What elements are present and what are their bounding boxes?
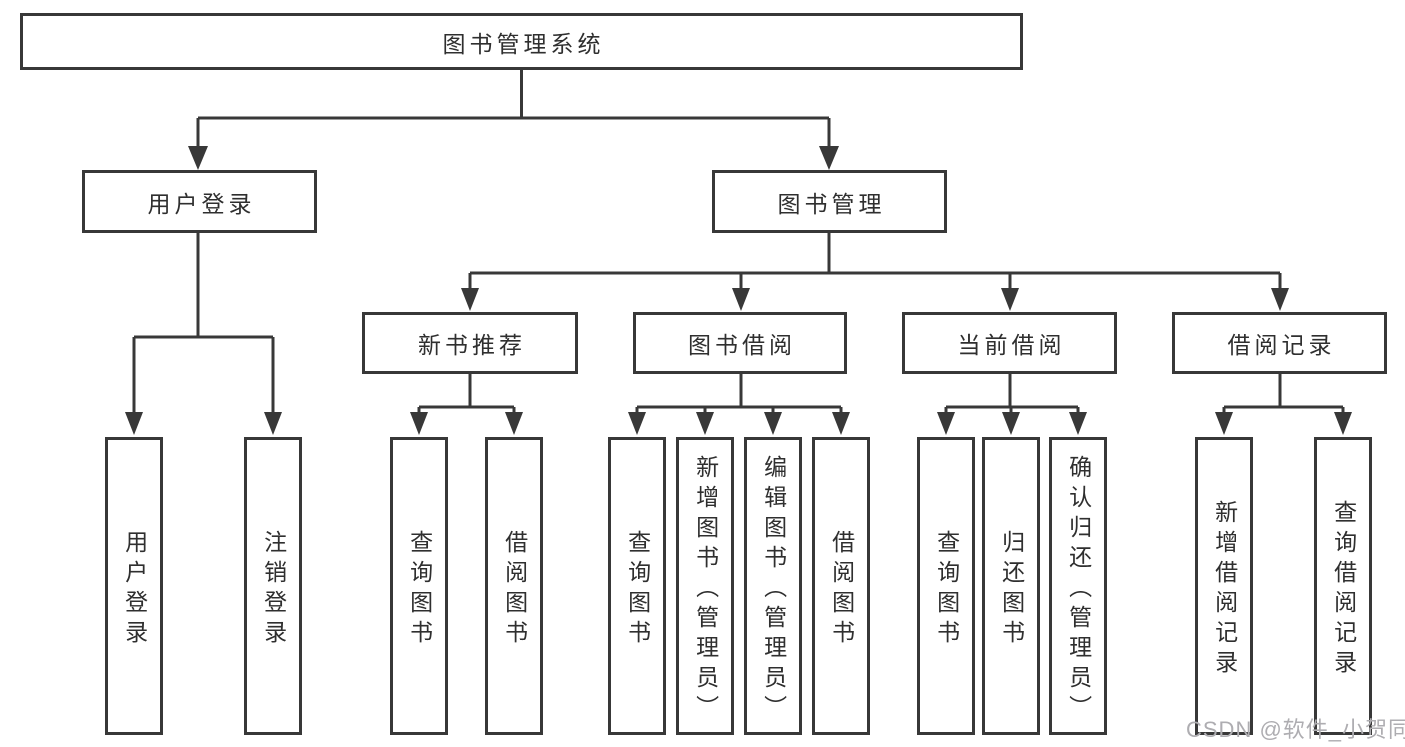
leaf-confirm-return-admin: 确认归还（管理员）: [1049, 437, 1107, 735]
node-label: 借阅记录: [1227, 332, 1336, 358]
node-label: 用户登录: [121, 529, 148, 650]
node-label: 确认归还（管理员）: [1065, 454, 1092, 725]
node-label: 查询图书: [624, 529, 651, 650]
leaf-edit-book-admin: 编辑图书（管理员）: [744, 437, 802, 735]
node-label: 编辑图书（管理员）: [760, 454, 787, 725]
leaf-logout: 注销登录: [244, 437, 302, 735]
leaf-user-login: 用户登录: [105, 437, 163, 735]
node-label: 借阅图书: [828, 529, 855, 650]
node-library-management-system: 图书管理系统: [20, 13, 1023, 70]
node-label: 查询图书: [406, 529, 433, 650]
node-current-borrowing: 当前借阅: [902, 312, 1117, 374]
leaf-search-books-borrowing: 查询图书: [608, 437, 666, 735]
leaf-search-borrow-record: 查询借阅记录: [1314, 437, 1372, 735]
node-new-book-recommendation: 新书推荐: [362, 312, 578, 374]
csdn-watermark: CSDN @软件_小贺同学: [1186, 717, 1405, 742]
leaf-search-books-current: 查询图书: [917, 437, 975, 735]
node-label: 图书借阅: [688, 332, 796, 358]
node-book-borrowing: 图书借阅: [633, 312, 847, 374]
node-user-login: 用户登录: [82, 170, 317, 233]
node-borrowing-records: 借阅记录: [1172, 312, 1387, 374]
node-label: 图书管理: [777, 190, 886, 217]
node-label: 查询图书: [933, 529, 960, 650]
node-label: 归还图书: [998, 529, 1025, 650]
leaf-search-books-recommend: 查询图书: [390, 437, 448, 735]
leaf-add-book-admin: 新增图书（管理员）: [676, 437, 734, 735]
node-label: 当前借阅: [957, 332, 1066, 358]
node-label: 新书推荐: [418, 332, 526, 358]
node-label: 借阅图书: [501, 529, 528, 650]
leaf-return-book: 归还图书: [982, 437, 1040, 735]
leaf-borrow-books-recommend: 借阅图书: [485, 437, 543, 735]
node-label: 新增借阅记录: [1211, 499, 1238, 680]
node-label: 用户登录: [147, 190, 256, 217]
node-book-management: 图书管理: [712, 170, 947, 233]
leaf-borrow-books-borrowing: 借阅图书: [812, 437, 870, 735]
node-label: 查询借阅记录: [1330, 499, 1357, 680]
node-label: 新增图书（管理员）: [692, 454, 719, 725]
node-label: 图书管理系统: [442, 30, 605, 57]
leaf-add-borrow-record: 新增借阅记录: [1195, 437, 1253, 735]
node-label: 注销登录: [260, 529, 287, 650]
